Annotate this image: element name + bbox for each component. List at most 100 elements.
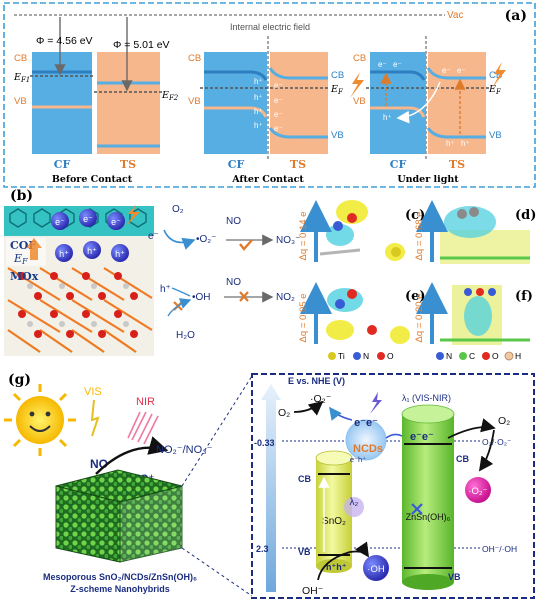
electron-after-4: e⁻ — [274, 124, 283, 133]
c-atom-d1 — [457, 209, 467, 219]
legend-ti-label: Ti — [338, 351, 345, 361]
lambda1-lightning-icon — [370, 392, 382, 414]
vis-arrow — [90, 399, 100, 437]
n-atom-f2 — [488, 288, 496, 296]
x-mark-icon-2 — [239, 291, 249, 302]
o2-reduction-arrow — [163, 229, 196, 250]
cf-block-light — [370, 52, 426, 154]
ts-vb-after — [268, 127, 328, 139]
zoom-box — [251, 373, 535, 599]
panel-c: Δq = 0.14 e (c) — [298, 195, 425, 267]
znsn-cb-label: CB — [456, 454, 469, 464]
znsn-electrons: e⁻e⁻ — [410, 431, 434, 443]
lambda1-label: λ₁ (VIS-NIR) — [402, 393, 451, 403]
dq-label-e: Δq = 0.05 e — [298, 294, 309, 343]
ef-label-after: EF — [330, 84, 344, 96]
legend-df-c-label: C — [469, 351, 475, 361]
o2-radical-arrow — [478, 429, 495, 472]
cof-electrons: e⁻ e⁻ e⁻ — [51, 209, 125, 230]
no-label-b2: NO — [226, 277, 241, 288]
cof-label: COF — [10, 239, 36, 252]
ref-label-1: O₂/·O₂⁻ — [482, 437, 512, 447]
electron-after-3: e⁻ — [274, 110, 283, 119]
oh-radical-b: •OH — [192, 292, 211, 303]
cf-cb-light — [370, 70, 426, 81]
cb-label-after-left: CB — [188, 53, 201, 64]
panel-e: Δq = 0.05 e (e) — [298, 277, 426, 349]
o-atom-e2 — [367, 325, 377, 335]
ts-block-before — [97, 52, 160, 154]
legend-df-c-swatch — [459, 352, 467, 360]
vb-label-light-left: VB — [353, 96, 366, 107]
sun-icon — [4, 384, 76, 456]
cf-label-after: CF — [228, 158, 245, 171]
charge-accumulation-e2 — [390, 326, 410, 344]
cf-block-before — [32, 52, 92, 154]
mox-hole-1: h⁺ — [59, 249, 69, 259]
legend-n-swatch — [353, 352, 361, 360]
ncds-eh-label: e⁻h⁺ — [350, 455, 366, 464]
o2-radical-right-label: ·O₂⁻ — [468, 486, 487, 497]
o2-right-arrow — [447, 418, 496, 439]
hole-light-1: h⁺ — [383, 113, 392, 122]
cb-label-light-left: CB — [353, 53, 366, 64]
before-contact-label: Before Contact — [52, 174, 133, 185]
o2-radical-b: •O₂⁻ — [196, 234, 216, 245]
cf-label-before: CF — [54, 158, 71, 171]
legend-ti-swatch — [328, 352, 336, 360]
legend-o-swatch — [377, 352, 385, 360]
field-arrow-icon — [26, 238, 42, 260]
label-backdrop — [6, 238, 46, 266]
charge-depletion-c — [326, 224, 354, 246]
nir-label: NIR — [136, 396, 155, 408]
ncds-electrons: e⁻e⁻ — [354, 417, 378, 429]
legend-df-h-label: H — [515, 351, 521, 361]
o-atom-f — [476, 288, 484, 296]
zoom-line-bottom — [181, 547, 253, 597]
dq-label-d: Δq = 0.68 e — [414, 212, 425, 261]
bond-c — [319, 248, 361, 256]
electron-after-2: e⁻ — [274, 96, 283, 105]
hole-after-2: h⁺ — [254, 93, 263, 102]
ref-label-2: OH⁻/·OH — [482, 544, 517, 554]
h2o-label-b: H₂O — [176, 330, 195, 341]
n-atom-f — [464, 288, 472, 296]
ts-label-before: TS — [120, 158, 136, 171]
o2-label-b: O₂ — [172, 204, 184, 215]
sno2-holes: h⁺h⁺ — [326, 562, 347, 572]
znsn-bottom — [402, 574, 454, 590]
o2-right-label: O₂ — [498, 415, 510, 427]
interface-charges: h⁺ h⁺ h⁺ h⁺ e⁻ e⁻ e⁻ e⁻ — [254, 77, 283, 133]
phi-cf-label: Φ = 4.56 eV — [36, 35, 93, 47]
hole-light-3: h⁺ — [461, 139, 470, 148]
electron-light-1: e⁻ — [378, 60, 387, 69]
znsn-vb-label: VB — [448, 572, 461, 582]
under-light-label: Under light — [397, 174, 459, 185]
cb-label-before: CB — [14, 53, 27, 64]
charge-accumulation-e — [326, 320, 354, 340]
cof-layer — [4, 206, 154, 236]
legend-df-n-label: N — [446, 351, 452, 361]
mox-label: MOx — [10, 270, 39, 283]
ti-atom-c — [391, 247, 401, 257]
lightning-right-icon — [492, 62, 506, 88]
legend-df: N C O H — [436, 351, 521, 361]
internal-field-label: Internal electric field — [230, 22, 310, 32]
ef1-label: EF1 — [13, 72, 30, 84]
ts-label-light: TS — [449, 158, 465, 171]
ts-vb-light — [426, 127, 486, 139]
panel-g-label: (g) — [8, 372, 31, 388]
n-atom-e — [335, 299, 345, 309]
legend-df-n-swatch — [436, 352, 444, 360]
ef-label-light: EF — [488, 84, 502, 96]
dq-label-c: Δq = 0.14 e — [298, 212, 309, 261]
vb-label-after-right: VB — [331, 130, 344, 141]
dq-label-f: Δq = 0.20 e — [414, 294, 425, 343]
znsn-top — [401, 404, 455, 424]
energy-axis — [261, 384, 281, 592]
oh-radical-sphere — [363, 555, 389, 581]
h-plus-b: h⁺ — [160, 284, 171, 295]
c-atom-d2 — [469, 207, 479, 217]
mox-hole-2: h⁺ — [87, 246, 97, 256]
